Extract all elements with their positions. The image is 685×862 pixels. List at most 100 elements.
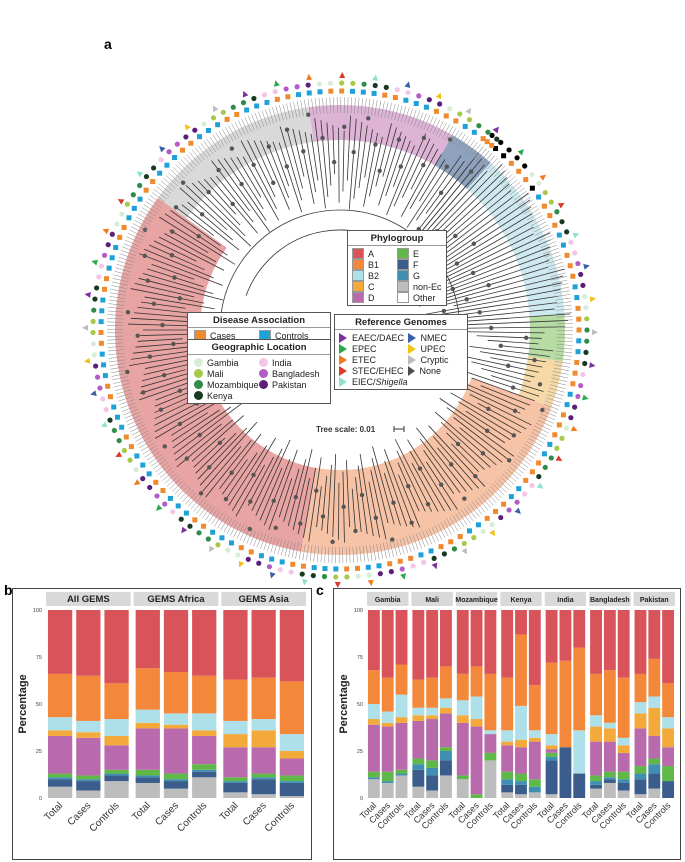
bar-segment-F bbox=[192, 771, 217, 778]
legend-label: Bangladesh bbox=[272, 368, 320, 379]
legend-disease-title: Disease Association bbox=[188, 313, 330, 328]
bar-segment-B1 bbox=[367, 670, 380, 704]
bar-segment-nonEc bbox=[395, 775, 408, 798]
ring-reference bbox=[82, 72, 598, 588]
bar-segment-nonEc bbox=[192, 777, 217, 798]
bar-segment-B2 bbox=[545, 734, 558, 746]
bar-segment-B2 bbox=[47, 717, 73, 731]
bar-segment-C bbox=[135, 722, 160, 729]
legend-phylogroup-title: Phylogroup bbox=[348, 231, 446, 246]
clade-c bbox=[518, 356, 563, 407]
bar-segment-E bbox=[545, 752, 558, 757]
bar-segment-C bbox=[634, 713, 647, 729]
legend-label: Cryptic bbox=[420, 354, 449, 365]
legend-geo-title: Geographic Location bbox=[188, 340, 330, 355]
bar-segment-C bbox=[192, 730, 217, 736]
bar-segment-B1 bbox=[573, 647, 586, 731]
bar-segment-B2 bbox=[412, 707, 425, 716]
bar-segment-B1 bbox=[590, 673, 602, 716]
bar-segment-B1 bbox=[648, 658, 661, 697]
bar-segment-B1 bbox=[395, 664, 408, 695]
legend-item: India bbox=[259, 357, 324, 368]
bar-segment-C bbox=[456, 715, 469, 723]
bar-segment-B2 bbox=[192, 713, 217, 731]
bar-segment-A bbox=[440, 610, 452, 667]
y-tick-label: 0 bbox=[360, 796, 363, 802]
bar-segment-B2 bbox=[135, 709, 160, 723]
bar-segment-A bbox=[367, 610, 380, 671]
bar-segment-A bbox=[279, 610, 305, 682]
bar-segment-D bbox=[501, 745, 514, 772]
bar-segment-A bbox=[634, 610, 647, 674]
legend-swatch bbox=[407, 354, 416, 365]
bar-segment-G bbox=[617, 779, 630, 783]
bar-segment-E bbox=[47, 773, 73, 778]
legend-label: E bbox=[413, 248, 420, 259]
bar-segment-B1 bbox=[223, 679, 248, 721]
bar-segment-C bbox=[648, 707, 661, 736]
bar-segment-A bbox=[426, 610, 439, 678]
bar-segment-nonEc bbox=[545, 794, 558, 798]
legend-item: Cryptic bbox=[407, 354, 463, 365]
legend-item: B2 bbox=[352, 270, 397, 281]
bar-segment-nonEc bbox=[501, 792, 514, 798]
bar-segment-B2 bbox=[426, 707, 439, 716]
legend-swatch bbox=[339, 365, 347, 376]
bar-segment-C bbox=[251, 730, 276, 748]
bar-segment-nonEc bbox=[381, 782, 394, 798]
bar-segment-D bbox=[648, 735, 661, 759]
legend-label: ETEC bbox=[352, 354, 377, 365]
facet-label: GEMS Africa bbox=[147, 594, 205, 605]
bar-segment-C bbox=[163, 724, 189, 729]
bar-segment-G bbox=[603, 777, 616, 780]
legend-swatch bbox=[194, 369, 203, 378]
bar-segment-B1 bbox=[135, 668, 160, 710]
bar-segment-G bbox=[251, 777, 276, 780]
bar-segment-E bbox=[634, 766, 647, 774]
bar-segment-G bbox=[381, 781, 394, 783]
legend-label: non-Ec bbox=[413, 281, 442, 292]
y-tick-label: 0 bbox=[39, 796, 42, 802]
bar-segment-E bbox=[648, 758, 661, 765]
bar-segment-F bbox=[501, 784, 514, 793]
y-axis-label: Percentage bbox=[17, 674, 29, 733]
bar-segment-D bbox=[381, 726, 394, 772]
bar-segment-C bbox=[47, 730, 73, 736]
y-tick-label: 100 bbox=[354, 608, 363, 614]
legend-label: EPEC bbox=[352, 343, 377, 354]
legend-label: Pakistan bbox=[272, 379, 307, 390]
facet-strip bbox=[221, 592, 306, 606]
bar-segment-C bbox=[528, 737, 541, 742]
clade-a bbox=[114, 197, 316, 552]
legend-item: Kenya bbox=[194, 390, 259, 401]
bar-segment-E bbox=[223, 777, 248, 782]
y-axis-label: Percentage bbox=[338, 674, 350, 733]
bar-segment-E bbox=[104, 769, 129, 774]
legend-label: A bbox=[368, 248, 375, 259]
bar-segment-B1 bbox=[426, 677, 439, 708]
bar-segment-nonEc bbox=[528, 792, 541, 798]
bar-segment-G bbox=[395, 773, 408, 776]
facet-strip bbox=[46, 592, 131, 606]
bar-segment-F bbox=[559, 747, 572, 798]
y-tick-label: 75 bbox=[357, 655, 363, 661]
bar-segment-D bbox=[440, 713, 452, 748]
clade-d bbox=[308, 105, 453, 166]
bar-segment-nonEc bbox=[590, 788, 602, 798]
bar-segment-E bbox=[412, 758, 425, 765]
legend-label: EIEC/Shigella bbox=[352, 376, 408, 387]
bar-segment-F bbox=[104, 775, 129, 782]
facet-label: Bangladesh bbox=[590, 597, 630, 604]
bar-segment-F bbox=[223, 782, 248, 793]
bar-segment-C bbox=[617, 745, 630, 753]
bar-segment-F bbox=[251, 779, 276, 795]
bar-segment-nonEc bbox=[484, 760, 497, 798]
bar-segment-G bbox=[279, 781, 305, 783]
bar-segment-E bbox=[192, 764, 217, 770]
clade-f bbox=[435, 135, 491, 189]
bar-segment-E bbox=[617, 771, 630, 780]
bar-segment-G bbox=[440, 751, 452, 761]
facet-strip bbox=[411, 592, 453, 606]
